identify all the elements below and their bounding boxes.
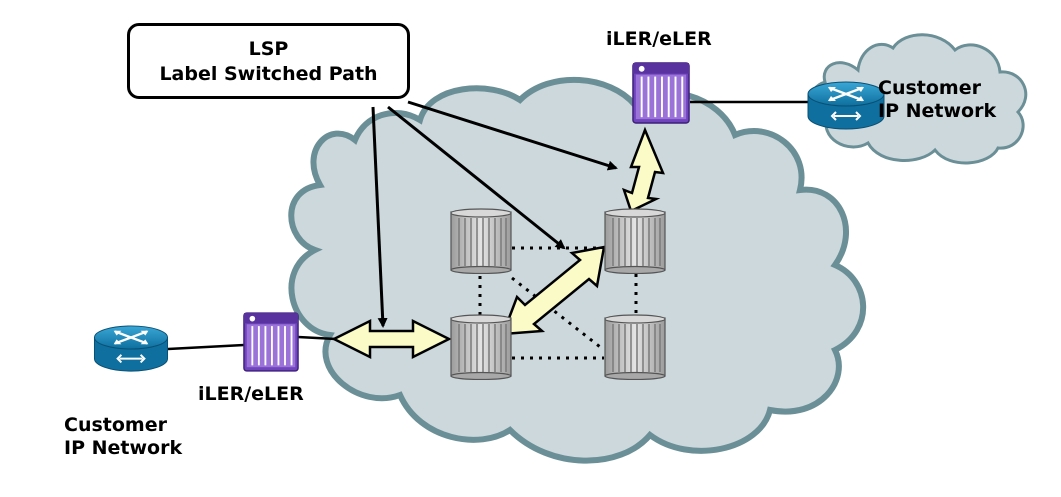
customer-router-right xyxy=(806,80,886,131)
customer-right-label-line1: Customer xyxy=(878,77,981,99)
lsp-arrows xyxy=(331,126,665,360)
ler-node-bottom xyxy=(243,312,299,372)
lsr-node-top-right xyxy=(604,208,666,274)
access-links xyxy=(167,100,808,351)
lsp-callout-box: LSP Label Switched Path xyxy=(127,23,410,99)
ler-top-label: iLER/eLER xyxy=(606,28,712,50)
callout-title: LSP xyxy=(248,38,289,60)
customer-router-left xyxy=(93,324,169,373)
customer-left-label-line1: Customer xyxy=(64,414,167,436)
ler-bottom-label: iLER/eLER xyxy=(198,383,304,405)
ler-node-top xyxy=(632,62,690,124)
customer-right-label-line2: IP Network xyxy=(878,100,997,122)
lsr-node-top-left xyxy=(450,208,512,274)
lsr-node-bottom-right xyxy=(604,314,666,380)
lsr-node-bottom-left xyxy=(450,314,512,380)
lsp-arrow-access xyxy=(331,318,452,360)
callout-pointers xyxy=(371,100,618,328)
callout-subtitle: Label Switched Path xyxy=(159,63,378,85)
customer-left-label-line2: IP Network xyxy=(64,437,183,459)
